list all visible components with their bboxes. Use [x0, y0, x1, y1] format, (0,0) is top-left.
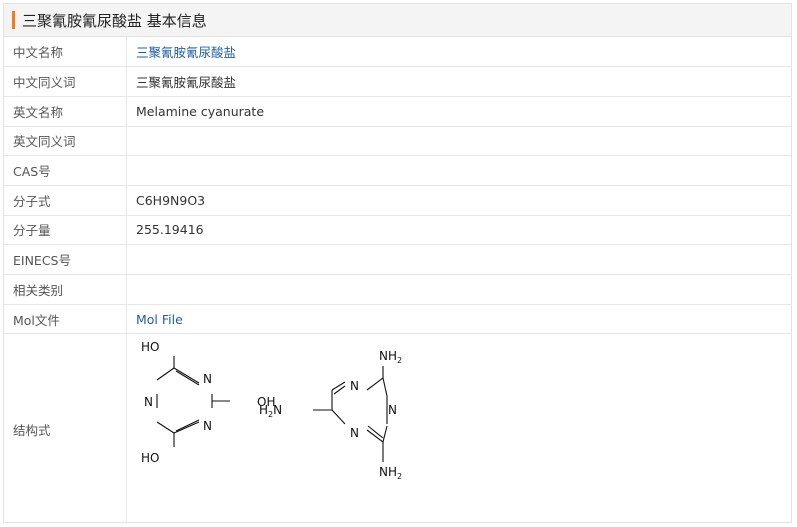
cyanuric-n2: N: [144, 395, 153, 409]
row-value: [126, 274, 791, 305]
row-value: 三聚氰胺氰尿酸盐: [126, 37, 791, 68]
melamine-n1: N: [350, 379, 359, 393]
melamine-nh2-bottom: NH2: [379, 465, 402, 481]
table-row: EINECS号: [4, 244, 791, 275]
row-label: CAS号: [4, 155, 127, 186]
row-value: [126, 244, 791, 275]
row-label: 中文同义词: [4, 66, 127, 97]
cyanuric-oh-bottom: HO: [141, 451, 159, 465]
cyanuric-oh-right: OH: [257, 395, 275, 409]
basic-info-panel: 三聚氰胺氰尿酸盐 基本信息 中文名称三聚氰胺氰尿酸盐中文同义词三聚氰胺氰尿酸盐英…: [3, 3, 792, 525]
cyanuric-n1: N: [203, 372, 212, 386]
table-row: 相关类别: [4, 274, 791, 305]
melamine-h2n-left: H2N: [259, 403, 282, 419]
row-value-link[interactable]: 三聚氰胺氰尿酸盐: [136, 45, 237, 61]
row-value: 255.19416: [126, 215, 791, 246]
title-accent-bar: [12, 11, 15, 29]
table-row: 英文同义词: [4, 126, 791, 157]
table-row: 中文名称三聚氰胺氰尿酸盐: [4, 37, 791, 68]
structure-cell: HO OH HO N N N: [127, 334, 792, 525]
structure-diagram: HO OH HO N N N: [141, 340, 402, 481]
panel-header: 三聚氰胺氰尿酸盐 基本信息: [4, 4, 791, 37]
table-row: CAS号: [4, 155, 791, 186]
melamine-structure: [313, 366, 388, 463]
cyanuric-oh-top: HO: [141, 340, 159, 354]
row-value: [126, 126, 791, 157]
row-value: [126, 155, 791, 186]
table-row-structure: 结构式: [4, 333, 792, 525]
table-row: 中文同义词三聚氰胺氰尿酸盐: [4, 66, 791, 97]
table-row: Mol文件 Mol File: [4, 304, 791, 335]
cyanuric-n3: N: [203, 419, 212, 433]
row-label: 分子量: [4, 215, 127, 246]
row-label: Mol文件: [4, 304, 127, 335]
panel-title: 三聚氰胺氰尿酸盐 基本信息: [22, 11, 207, 30]
row-label: 中文名称: [4, 37, 127, 68]
row-value: Melamine cyanurate: [126, 96, 791, 127]
row-label: 分子式: [4, 185, 127, 216]
row-value: Mol File: [126, 304, 791, 335]
melamine-n2: N: [388, 403, 397, 417]
row-label: 英文名称: [4, 96, 127, 127]
row-label: EINECS号: [4, 244, 127, 275]
row-value: C6H9N9O3: [126, 185, 791, 216]
row-label: 相关类别: [4, 274, 127, 305]
melamine-nh2-top: NH2: [379, 349, 402, 365]
cyanuric-acid-structure: [156, 356, 230, 448]
row-value: 三聚氰胺氰尿酸盐: [126, 66, 791, 97]
row-label: 英文同义词: [4, 126, 127, 157]
row-value-link[interactable]: Mol File: [136, 311, 183, 327]
row-label: 结构式: [4, 333, 127, 525]
melamine-n3: N: [350, 426, 359, 440]
